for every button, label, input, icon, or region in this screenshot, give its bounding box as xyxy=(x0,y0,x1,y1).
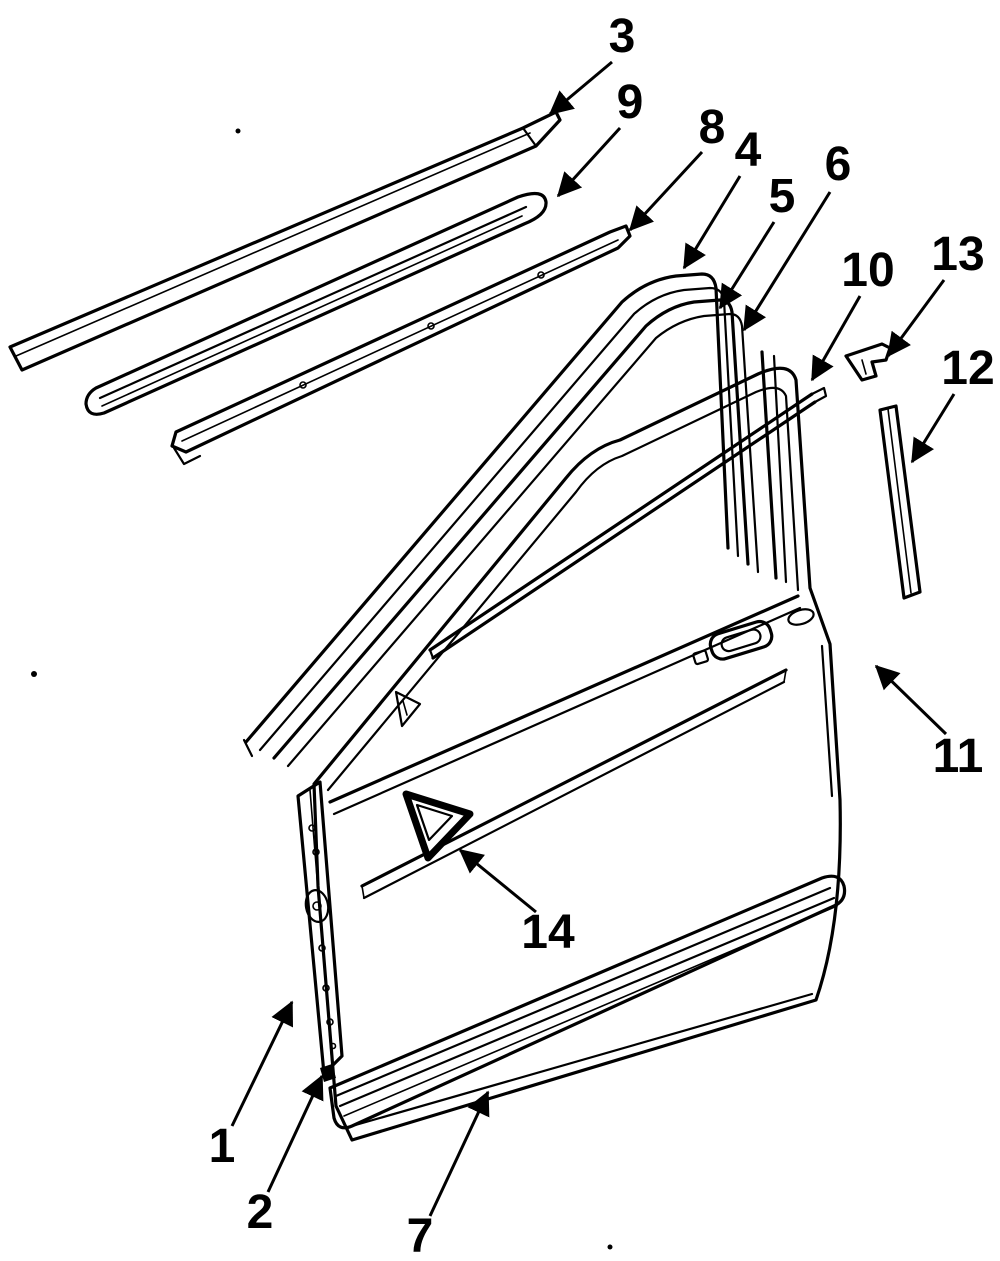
leader-arrow-1 xyxy=(230,1000,294,1127)
diagram-artwork xyxy=(8,110,922,1250)
speck xyxy=(607,1244,613,1250)
callouts: 3 9 8 4 5 6 10 13 xyxy=(209,10,995,1261)
callout-label-8: 8 xyxy=(699,101,726,154)
callout-9: 9 xyxy=(556,76,644,198)
callout-6: 6 xyxy=(742,138,852,332)
callout-1: 1 xyxy=(209,1000,294,1173)
callout-5: 5 xyxy=(718,170,796,310)
part-14-mirror-bracket xyxy=(402,790,474,862)
callout-label-14: 14 xyxy=(521,906,575,959)
callout-label-4: 4 xyxy=(735,124,762,177)
part-13-clip xyxy=(844,342,892,382)
speck xyxy=(31,671,37,677)
callout-label-7: 7 xyxy=(407,1210,434,1261)
callout-label-6: 6 xyxy=(825,138,852,191)
callout-label-2: 2 xyxy=(247,1186,274,1239)
callout-13: 13 xyxy=(886,228,985,358)
part-10-belt-strip xyxy=(428,386,828,660)
door-trim-hole xyxy=(787,608,815,626)
callout-label-9: 9 xyxy=(617,76,644,129)
callout-label-5: 5 xyxy=(769,170,796,223)
part-3-weatherstrip xyxy=(8,110,562,372)
callout-label-11: 11 xyxy=(933,730,984,783)
leader-arrow-14 xyxy=(458,848,537,914)
callout-14: 14 xyxy=(458,848,575,959)
leader-arrow-11 xyxy=(874,664,948,736)
callout-3: 3 xyxy=(548,10,636,116)
part-4-5-6-window-frames xyxy=(242,272,788,768)
leader-arrow-9 xyxy=(556,126,622,198)
leader-arrow-6 xyxy=(742,191,832,332)
callout-label-1: 1 xyxy=(209,1120,236,1173)
leader-arrow-10 xyxy=(810,295,862,382)
part-8-strip xyxy=(170,224,632,466)
leader-arrow-13 xyxy=(886,279,946,358)
callout-label-10: 10 xyxy=(841,244,894,297)
speck xyxy=(235,128,241,134)
callout-2: 2 xyxy=(247,1074,324,1239)
lock-hole xyxy=(692,649,710,666)
leader-arrow-12 xyxy=(910,393,956,464)
part-7-lower-molding xyxy=(328,874,847,1130)
callout-label-13: 13 xyxy=(931,228,984,281)
leader-arrow-7 xyxy=(428,1090,490,1217)
part-2-end-tab xyxy=(320,1064,336,1082)
part-12-rear-strip xyxy=(878,404,922,600)
leader-arrow-3 xyxy=(548,60,613,116)
callout-7: 7 xyxy=(407,1090,490,1261)
leader-arrow-8 xyxy=(628,150,704,232)
callout-10: 10 xyxy=(810,244,895,382)
part-9-molding xyxy=(84,191,548,416)
leader-arrow-4 xyxy=(682,175,742,270)
leader-arrow-2 xyxy=(266,1074,324,1193)
door-handle-recess xyxy=(708,619,774,661)
callout-label-3: 3 xyxy=(609,10,636,63)
leader-arrow-5 xyxy=(718,221,776,310)
part-1-2-front-edge-strip xyxy=(296,780,344,1082)
callout-label-12: 12 xyxy=(941,342,994,395)
callout-11: 11 xyxy=(874,664,984,783)
callout-4: 4 xyxy=(682,124,762,270)
callout-8: 8 xyxy=(628,101,726,232)
callout-12: 12 xyxy=(910,342,995,464)
